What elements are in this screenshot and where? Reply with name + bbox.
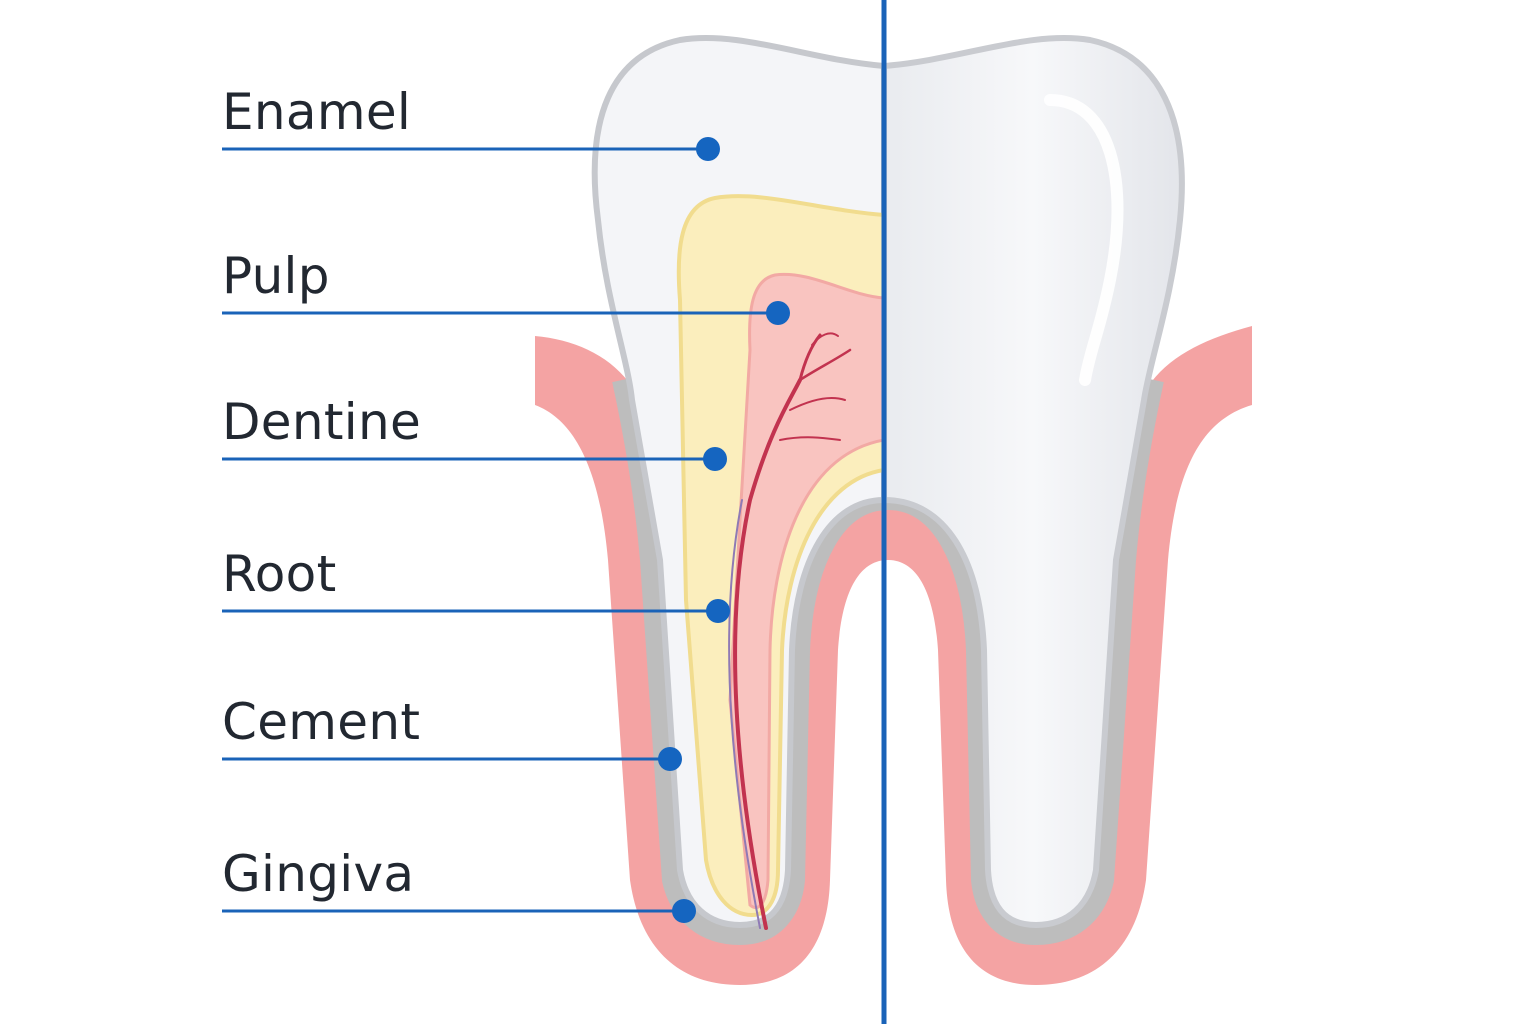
pointer-dots — [658, 137, 790, 923]
label-root: Root — [222, 545, 337, 603]
blood-vessels — [728, 332, 852, 930]
pulp-chamber — [728, 272, 884, 910]
label-cement: Cement — [222, 693, 421, 751]
leader-lines — [222, 147, 778, 913]
tooth-exterior-half — [884, 34, 1185, 929]
label-gingiva: Gingiva — [222, 845, 415, 903]
pointer-dot-gingiva — [672, 899, 696, 923]
pointer-dot-enamel — [696, 137, 720, 161]
pointer-dot-dentine — [703, 447, 727, 471]
label-enamel: Enamel — [222, 83, 412, 141]
pointer-dot-cement — [658, 747, 682, 771]
pointer-dot-root — [706, 599, 730, 623]
pointer-dot-pulp — [766, 301, 790, 325]
tooth-cross-section — [591, 34, 884, 930]
label-dentine: Dentine — [222, 393, 421, 451]
label-pulp: Pulp — [222, 247, 330, 305]
